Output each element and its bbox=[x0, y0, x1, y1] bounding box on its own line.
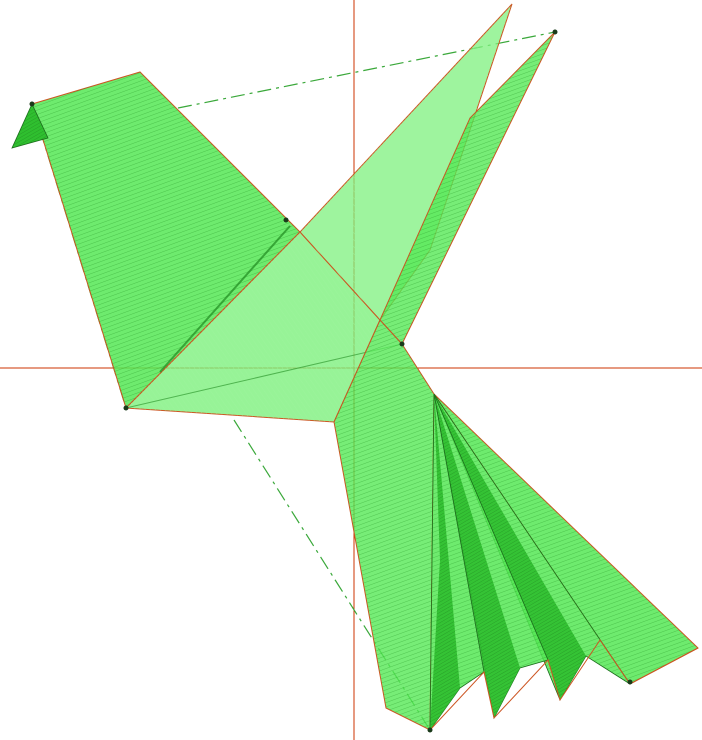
tail-feather-1-fold-hatch bbox=[434, 394, 586, 700]
body-panel[interactable] bbox=[124, 225, 403, 423]
head[interactable] bbox=[11, 103, 49, 149]
vertex-wing-tip[interactable] bbox=[552, 29, 558, 35]
vertices bbox=[29, 29, 633, 733]
vertex-tail-bottom[interactable] bbox=[427, 727, 433, 733]
head-hatch bbox=[12, 104, 48, 148]
fold-crease-2 bbox=[125, 343, 403, 409]
vertex-joint[interactable] bbox=[399, 341, 405, 347]
upper-wings[interactable] bbox=[299, 3, 556, 345]
upper-wing-front-hatch bbox=[300, 4, 512, 320]
tail-base[interactable] bbox=[333, 319, 435, 731]
vertex-tail-right[interactable] bbox=[627, 679, 633, 685]
tail-feather-1-hatch bbox=[434, 394, 630, 700]
tail-feather-2-hatch bbox=[434, 394, 548, 718]
tail-fan-edge bbox=[429, 639, 699, 731]
tail-feather-outer-hatch bbox=[434, 394, 698, 684]
vertex-left-bottom[interactable] bbox=[123, 405, 129, 411]
tail-fan[interactable] bbox=[429, 393, 699, 732]
fold-crease-1 bbox=[159, 225, 291, 373]
tail-feather-3-fold-hatch bbox=[430, 394, 460, 730]
vertex-shoulder[interactable] bbox=[283, 217, 289, 223]
tail-feather-2-fold-hatch bbox=[434, 394, 520, 718]
upper-wing-back-hatch bbox=[380, 32, 555, 344]
guide-line-wing bbox=[177, 31, 556, 109]
tail-base-hatch bbox=[334, 320, 434, 730]
body-hatch bbox=[126, 232, 380, 422]
left-wing-hatch bbox=[32, 72, 300, 408]
vertex-head[interactable] bbox=[29, 101, 35, 107]
